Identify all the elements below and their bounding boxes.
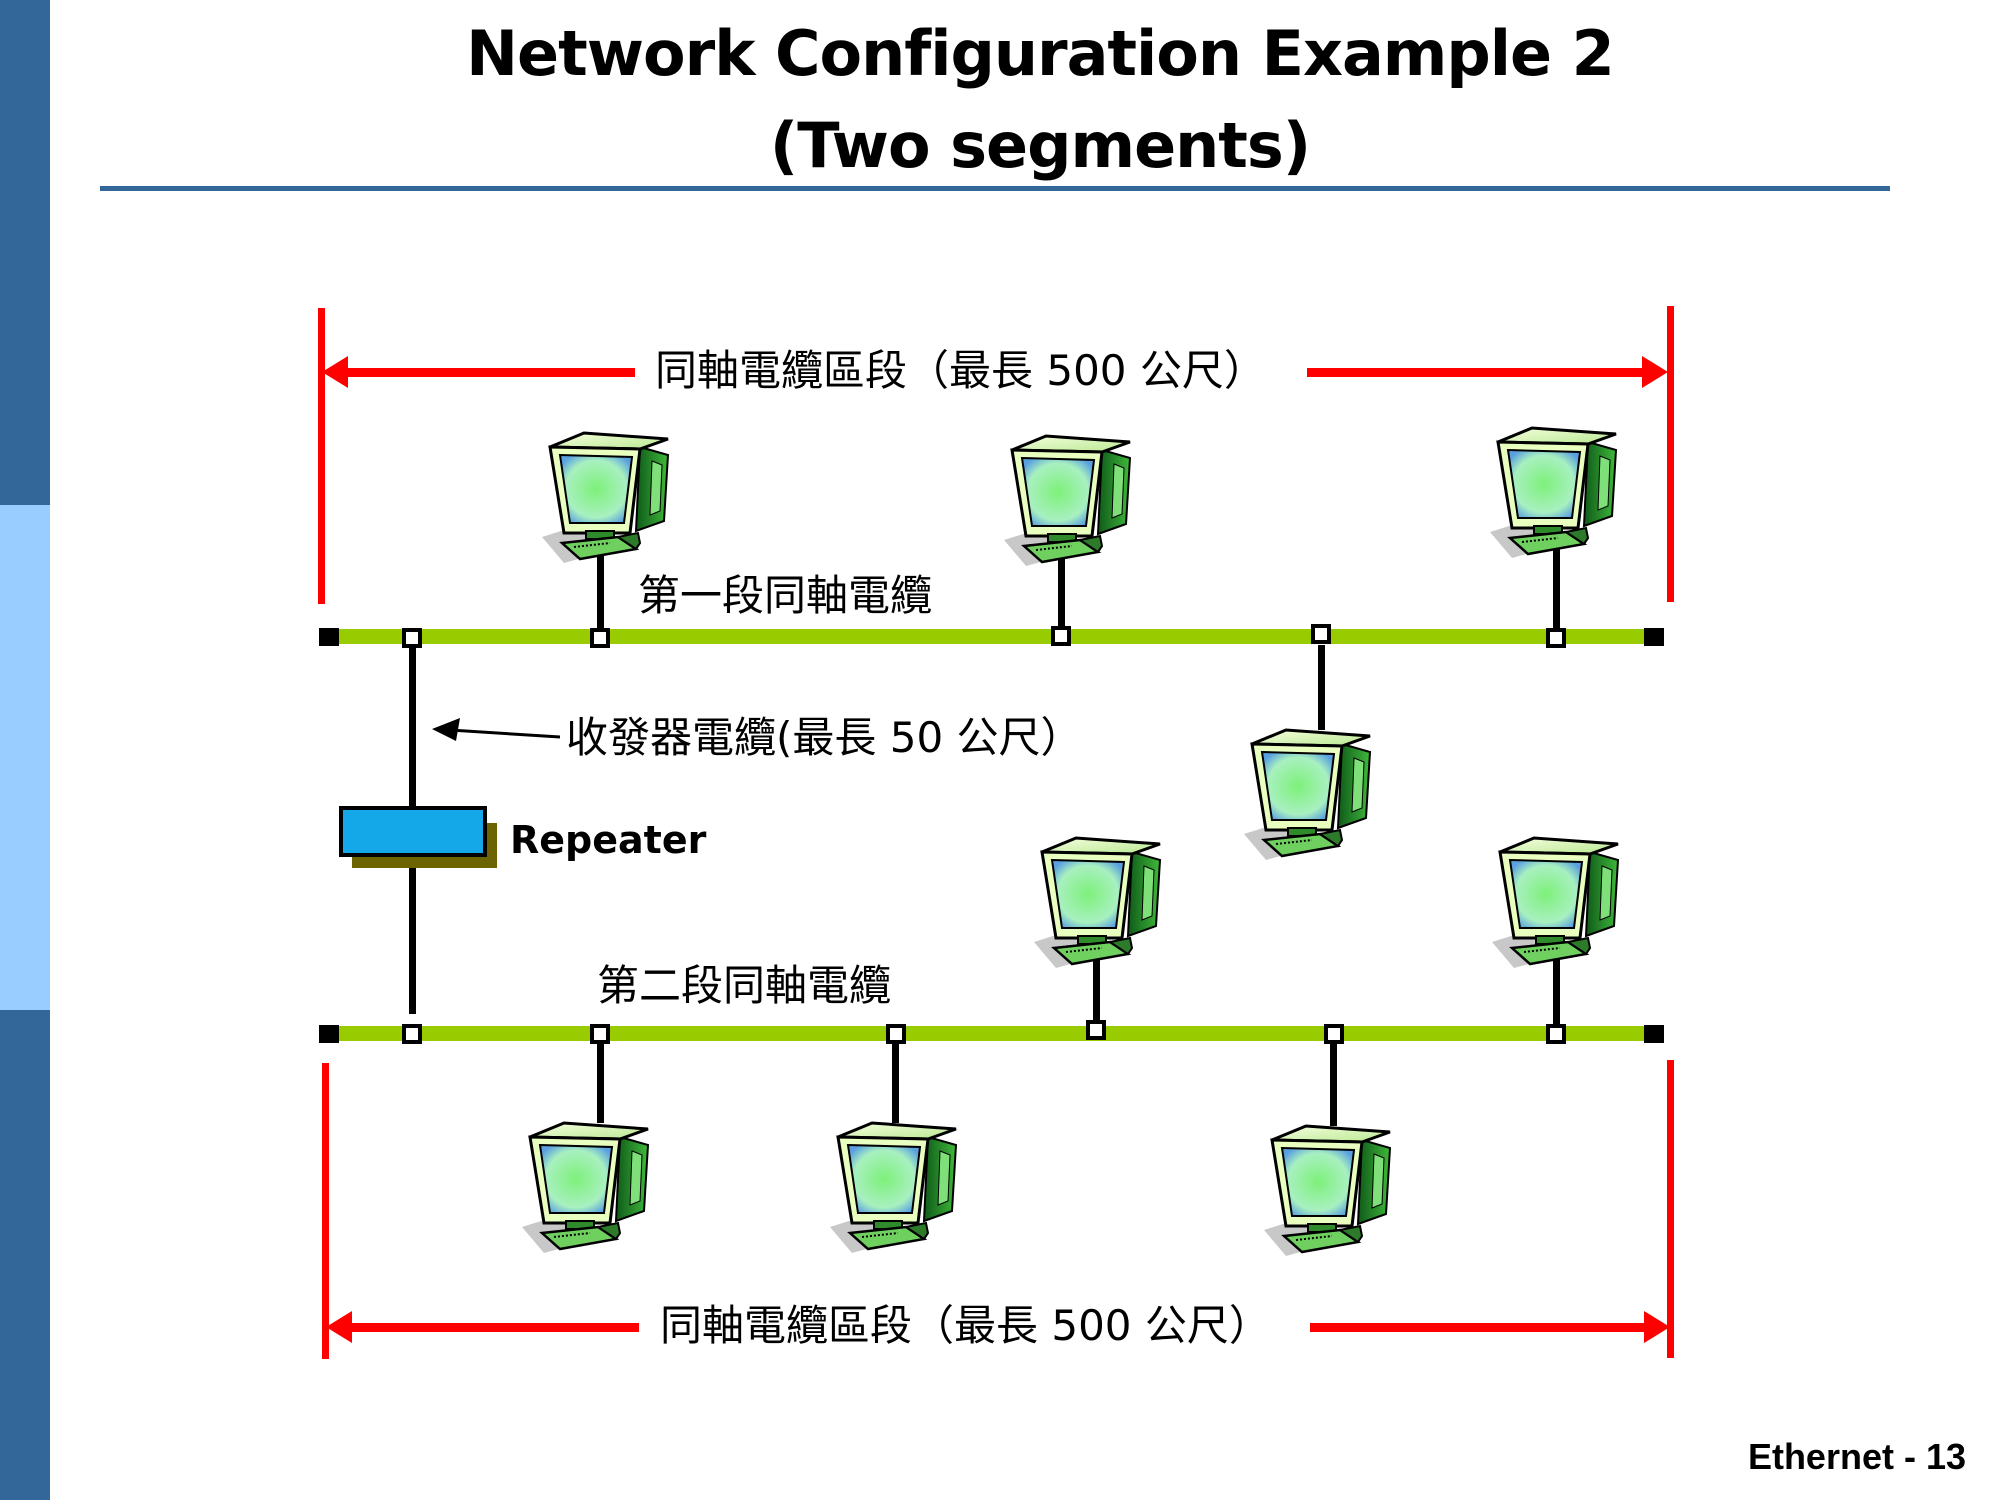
top-dimension-left-bound (318, 308, 325, 604)
drop-cable (1330, 1041, 1337, 1126)
segment1: 第一段同軸電纜 (319, 426, 1664, 862)
drop-cable (1058, 545, 1065, 628)
station-tap (1086, 1020, 1106, 1040)
computer-icon (520, 1121, 650, 1255)
top-dimension-right-bound (1667, 306, 1674, 602)
bottom-dimension-label: 同軸電纜區段（最長 500 公尺） (660, 1301, 1271, 1350)
computer-icon (1488, 426, 1618, 560)
side-accent-bar-top (0, 0, 50, 505)
computer-icon (828, 1121, 958, 1255)
side-accent-bar-middle (0, 505, 50, 1010)
repeater-tap (402, 628, 422, 648)
segment1-label: 第一段同軸電纜 (638, 571, 932, 620)
arrow-left-icon (322, 356, 348, 388)
station-tap (1311, 624, 1331, 644)
bottom-dimension-left-bound (322, 1063, 329, 1359)
bottom-dimension-line-right (1310, 1323, 1650, 1332)
title-divider (100, 186, 1890, 191)
top-dimension-line-right (1307, 368, 1647, 377)
drop-cable (892, 1041, 899, 1123)
repeater-label: Repeater (510, 818, 707, 862)
top-dimension-line-left (330, 368, 635, 377)
station-tap (886, 1024, 906, 1044)
computer-icon (1262, 1124, 1392, 1258)
computer-icon (1490, 836, 1620, 970)
segment2-coax-cable (328, 1026, 1654, 1041)
repeater-device (339, 806, 487, 857)
top-dimension-label: 同軸電纜區段（最長 500 公尺） (655, 346, 1266, 395)
slide-title: Network Configuration Example 2 (Two seg… (100, 8, 1980, 192)
drop-cable (1553, 942, 1560, 1027)
computer-icon (1032, 836, 1162, 970)
segment2-label: 第二段同軸電纜 (597, 961, 891, 1010)
arrow-right-icon (1642, 356, 1668, 388)
computer-icon (540, 431, 670, 565)
drop-cable (1318, 645, 1325, 730)
drop-cable (597, 545, 604, 628)
station-tap (590, 1024, 610, 1044)
computer-icon (1002, 434, 1132, 568)
computer-icon (1242, 728, 1372, 862)
segment1-terminator-left (319, 628, 339, 646)
arrow-right-icon (1644, 1311, 1670, 1343)
repeater-assembly: 收發器電纜(最長 50 公尺） Repeater (339, 646, 1083, 1014)
repeater-tap (402, 1024, 422, 1044)
segment2: 第二段同軸電纜 (319, 836, 1664, 1258)
annotation-arrow (449, 728, 561, 739)
drop-cable (597, 1041, 604, 1123)
arrow-left-icon (432, 718, 460, 741)
station-tap (1546, 628, 1566, 648)
arrow-left-icon (326, 1311, 352, 1343)
bottom-dimension-line-left (334, 1323, 639, 1332)
bottom-dimension-right-bound (1667, 1060, 1674, 1358)
slide-title-line1: Network Configuration Example 2 (466, 17, 1615, 90)
side-accent-bar-bottom (0, 1010, 50, 1500)
bottom-dimension: 同軸電纜區段（最長 500 公尺） (322, 1060, 1674, 1359)
segment2-terminator-left (319, 1025, 339, 1043)
drop-cable (1093, 945, 1100, 1027)
top-dimension: 同軸電纜區段（最長 500 公尺） (318, 306, 1674, 604)
station-tap (1324, 1024, 1344, 1044)
segment1-terminator-right (1644, 628, 1664, 646)
segment1-coax-cable (328, 629, 1654, 644)
station-tap (590, 628, 610, 648)
drop-cable (1553, 540, 1560, 628)
station-tap (1051, 626, 1071, 646)
station-tap (1546, 1024, 1566, 1044)
slide-title-line2: (Two segments) (769, 109, 1311, 182)
segment2-terminator-right (1644, 1025, 1664, 1043)
transceiver-cable-label: 收發器電纜(最長 50 公尺） (566, 713, 1083, 762)
slide-footer: Ethernet - 13 (1747, 1436, 1966, 1477)
